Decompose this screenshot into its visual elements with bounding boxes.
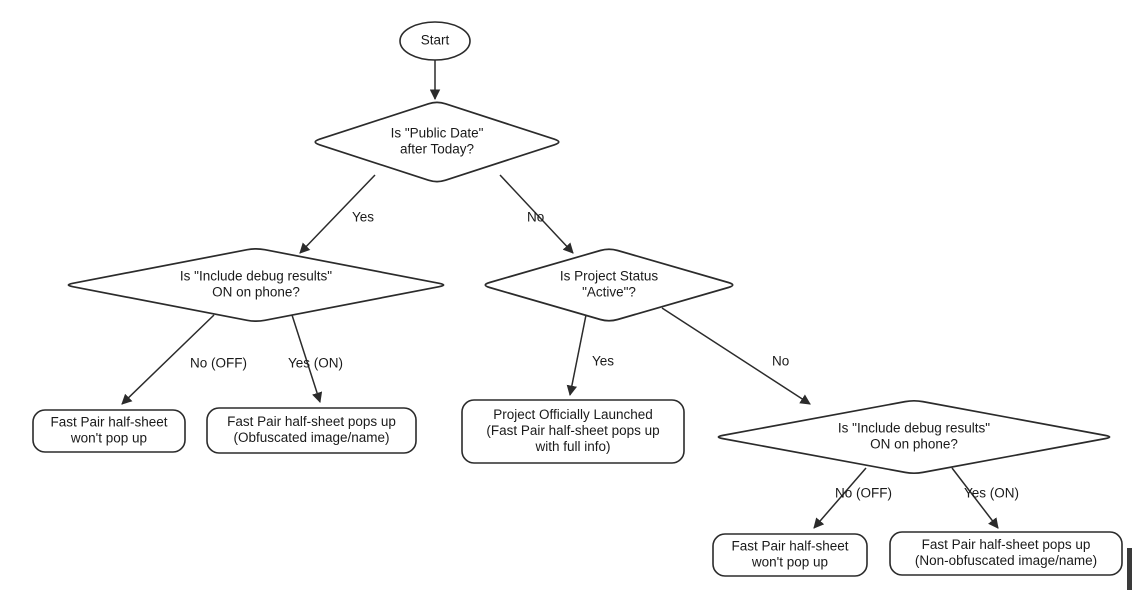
node-r_non_obfuscated[interactable]: Fast Pair half-sheet pops up(Non-obfusca… xyxy=(889,531,1123,576)
edge-line-e_debug_right_off xyxy=(813,467,867,529)
node-label-d_project_status-line-1: Is Project Status xyxy=(560,269,659,284)
node-shape-start xyxy=(399,21,471,61)
edge-label-e_debug_right_on: Yes (ON) xyxy=(964,486,1019,501)
node-d_public_date[interactable]: Is "Public Date"after Today? xyxy=(314,101,560,183)
node-shape-d_debug_left xyxy=(67,248,445,322)
node-label-r_no_popup_right-line-1: Fast Pair half-sheet xyxy=(731,539,848,554)
node-label-d_debug_left-line-2: ON on phone? xyxy=(212,285,300,300)
node-shape-r_no_popup_right xyxy=(712,533,868,577)
edge-line-e_public_yes xyxy=(299,174,376,254)
node-shape-r_no_popup_left xyxy=(32,409,186,453)
node-d_project_status[interactable]: Is Project Status"Active"? xyxy=(484,248,734,322)
page-edge-artifact xyxy=(1127,548,1132,590)
node-shape-d_project_status xyxy=(484,248,734,322)
node-label-d_debug_left-line-1: Is "Include debug results" xyxy=(180,269,332,284)
node-label-d_public_date-line-2: after Today? xyxy=(400,142,474,157)
edge-label-e_status_no: No xyxy=(772,354,789,369)
node-shape-r_obfuscated xyxy=(206,407,417,454)
node-label-r_non_obfuscated-line-1: Fast Pair half-sheet pops up xyxy=(922,537,1091,552)
edge-label-e_public_yes: Yes xyxy=(352,210,374,225)
node-label-r_non_obfuscated-line-2: (Non-obfuscated image/name) xyxy=(915,553,1097,568)
node-d_debug_right[interactable]: Is "Include debug results"ON on phone? xyxy=(717,399,1111,475)
edge-line-e_public_no xyxy=(499,174,574,254)
nodes-layer: Start Is "Public Date"after Today? Is "Inc… xyxy=(32,21,1123,577)
node-r_obfuscated[interactable]: Fast Pair half-sheet pops up(Obfuscated … xyxy=(206,407,417,454)
node-label-r_launched-line-1: Project Officially Launched xyxy=(493,407,653,422)
node-shape-d_public_date xyxy=(314,101,560,183)
node-label-d_debug_right-line-1: Is "Include debug results" xyxy=(838,421,990,436)
node-label-d_debug_right-line-2: ON on phone? xyxy=(870,437,958,452)
edge-line-e_status_no xyxy=(661,307,811,405)
edge-line-e_debug_left_off xyxy=(121,314,215,405)
node-start[interactable]: Start xyxy=(399,21,471,61)
edge-line-e_status_yes xyxy=(566,314,587,397)
edge-label-e_debug_left_on: Yes (ON) xyxy=(288,356,343,371)
edge-e_debug_right_off: No (OFF) xyxy=(813,467,892,529)
node-label-r_launched-line-3: with full info) xyxy=(534,439,610,454)
edge-label-e_status_yes: Yes xyxy=(592,354,614,369)
node-shape-r_non_obfuscated xyxy=(889,531,1123,576)
node-label-d_project_status-line-2: "Active"? xyxy=(582,285,636,300)
edge-line-e_debug_left_on xyxy=(291,314,323,403)
edge-e_status_yes: Yes xyxy=(566,314,614,397)
edge-label-e_debug_right_off: No (OFF) xyxy=(835,486,892,501)
edge-e_debug_right_on: Yes (ON) xyxy=(951,467,1019,529)
node-label-start-line-1: Start xyxy=(421,33,450,48)
node-label-r_no_popup_right-line-2: won't pop up xyxy=(751,555,828,570)
node-shape-r_launched xyxy=(461,399,685,464)
node-shape-d_debug_right xyxy=(717,399,1111,475)
edge-e_debug_left_off: No (OFF) xyxy=(121,314,247,405)
node-label-r_no_popup_left-line-1: Fast Pair half-sheet xyxy=(50,415,167,430)
edge-e_public_yes: Yes xyxy=(299,174,376,254)
edge-line-e_debug_right_on xyxy=(951,467,999,529)
node-label-d_public_date-line-1: Is "Public Date" xyxy=(391,126,484,141)
node-r_launched[interactable]: Project Officially Launched(Fast Pair ha… xyxy=(461,399,685,464)
edge-e_debug_left_on: Yes (ON) xyxy=(288,314,343,403)
edge-e_status_no: No xyxy=(661,307,811,405)
edge-label-e_debug_left_off: No (OFF) xyxy=(190,356,247,371)
right-edge-mark xyxy=(1127,548,1132,590)
edge-e_public_no: No xyxy=(499,174,574,254)
edge-label-e_public_no: No xyxy=(527,210,544,225)
node-label-r_no_popup_left-line-2: won't pop up xyxy=(70,431,147,446)
node-label-r_launched-line-2: (Fast Pair half-sheet pops up xyxy=(486,423,659,438)
node-label-r_obfuscated-line-2: (Obfuscated image/name) xyxy=(233,430,389,445)
node-label-r_obfuscated-line-1: Fast Pair half-sheet pops up xyxy=(227,414,396,429)
node-d_debug_left[interactable]: Is "Include debug results"ON on phone? xyxy=(67,248,445,322)
